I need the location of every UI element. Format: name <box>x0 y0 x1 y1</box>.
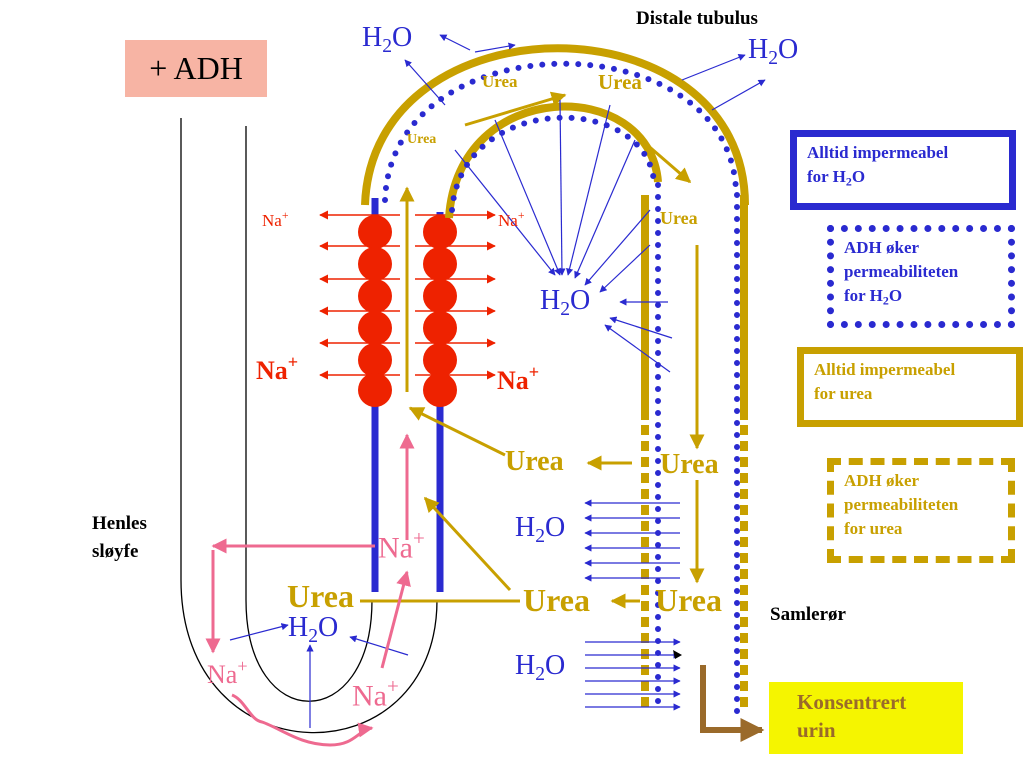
na-label-pink-bottom: Na+ <box>352 674 399 713</box>
legend-2-line2: permeabiliteten <box>844 262 959 281</box>
h2o-label-top-right: H2O <box>748 34 799 69</box>
distal-tubule-title: Distale tubulus <box>636 8 758 29</box>
na-label-pink-left: Na+ <box>207 656 248 689</box>
legend-4-line2: permeabiliteten <box>844 495 959 514</box>
henle-loop-inner-wall <box>245 126 373 702</box>
legend-4-line1: ADH øker <box>844 471 920 490</box>
sodium-arrows-left <box>319 210 400 380</box>
urea-flow-top-left <box>464 91 567 127</box>
distal-tubule-outer-wall <box>361 44 749 206</box>
h2o-label-duct-upper: H2O <box>515 512 566 547</box>
h2o-label-top-left: H2O <box>362 22 413 57</box>
water-arrows-collecting-duct-lower <box>585 638 681 711</box>
distal-tubule-outer-dots <box>382 60 739 203</box>
output-line1: Konsentrert <box>797 690 907 714</box>
urea-label-henle: Urea <box>287 578 354 614</box>
henle-title-line1: Henles <box>92 513 147 534</box>
urea-label-duct-2: Urea <box>655 582 722 618</box>
collecting-duct-marker <box>673 650 682 659</box>
adh-badge-text: + ADH <box>149 50 243 86</box>
henle-loop-title: Henles sløyfe <box>92 510 147 566</box>
legend-adh-water: ADH øker permeabiliteten for H2O <box>827 225 1015 328</box>
henle-loop-outer-wall <box>180 118 438 734</box>
water-arrows-collecting-duct-upper <box>584 499 680 582</box>
water-arrows-henle <box>229 623 409 728</box>
urea-label-out-2: Urea <box>523 582 590 618</box>
na-label-large-left: Na+ <box>256 352 299 385</box>
legend-always-impermeable-urea: Alltid impermeabel for urea <box>797 347 1023 427</box>
urea-label-out-1: Urea <box>505 446 564 477</box>
legend-always-impermeable-water: Alltid impermeabel for H2O <box>790 130 1016 210</box>
urea-label-top: Urea <box>598 70 642 94</box>
collecting-duct-title: Samlerør <box>770 604 846 625</box>
legend-1-line2: for H2O <box>807 167 866 189</box>
legend-2-line3: for H2O <box>844 286 903 308</box>
urea-recycle-arrow-2 <box>423 496 512 592</box>
concentrated-urine-box: Konsentrert urin <box>769 682 963 754</box>
urea-label-duct-top: Urea <box>660 208 698 228</box>
h2o-label-henle: H2O <box>288 612 339 647</box>
legend-2-line1: ADH øker <box>844 238 920 257</box>
urea-label-tiny: Urea <box>407 132 437 147</box>
water-arrows-distal <box>404 34 766 373</box>
sodium-pumps-left <box>358 215 392 407</box>
legend-4-line3: for urea <box>844 519 903 538</box>
distal-tubule-inner-wall <box>445 102 662 219</box>
legend-1-line1: Alltid impermeabel <box>807 143 949 162</box>
sodium-arrows-right <box>415 210 496 380</box>
na-label-small-left: Na+ <box>262 208 289 231</box>
output-line2: urin <box>797 718 836 742</box>
legend-adh-urea: ADH øker permeabiliteten for urea <box>827 458 1015 563</box>
na-label-large-right: Na+ <box>497 362 540 395</box>
henle-title-line2: sløyfe <box>92 541 139 562</box>
urea-label-duct-1: Urea <box>660 449 719 480</box>
distal-tubule-inner-dots <box>449 114 657 213</box>
na-label-pink-ascending: Na+ <box>378 526 425 565</box>
urea-recycle-arrow-1 <box>408 406 506 457</box>
legend-3-line1: Alltid impermeabel <box>814 360 956 379</box>
na-label-small-right: Na+ <box>498 208 525 231</box>
adh-badge: + ADH <box>125 40 267 97</box>
h2o-label-center: H2O <box>540 285 591 320</box>
h2o-label-duct-lower: H2O <box>515 650 566 685</box>
urea-flow-top-right <box>629 128 692 184</box>
urine-outflow-arrow <box>700 665 765 742</box>
urea-label-top-small: Urea <box>482 72 518 91</box>
legend-3-line2: for urea <box>814 384 873 403</box>
sodium-pumps-right <box>423 215 457 407</box>
sodium-pink-arrows <box>205 433 415 747</box>
